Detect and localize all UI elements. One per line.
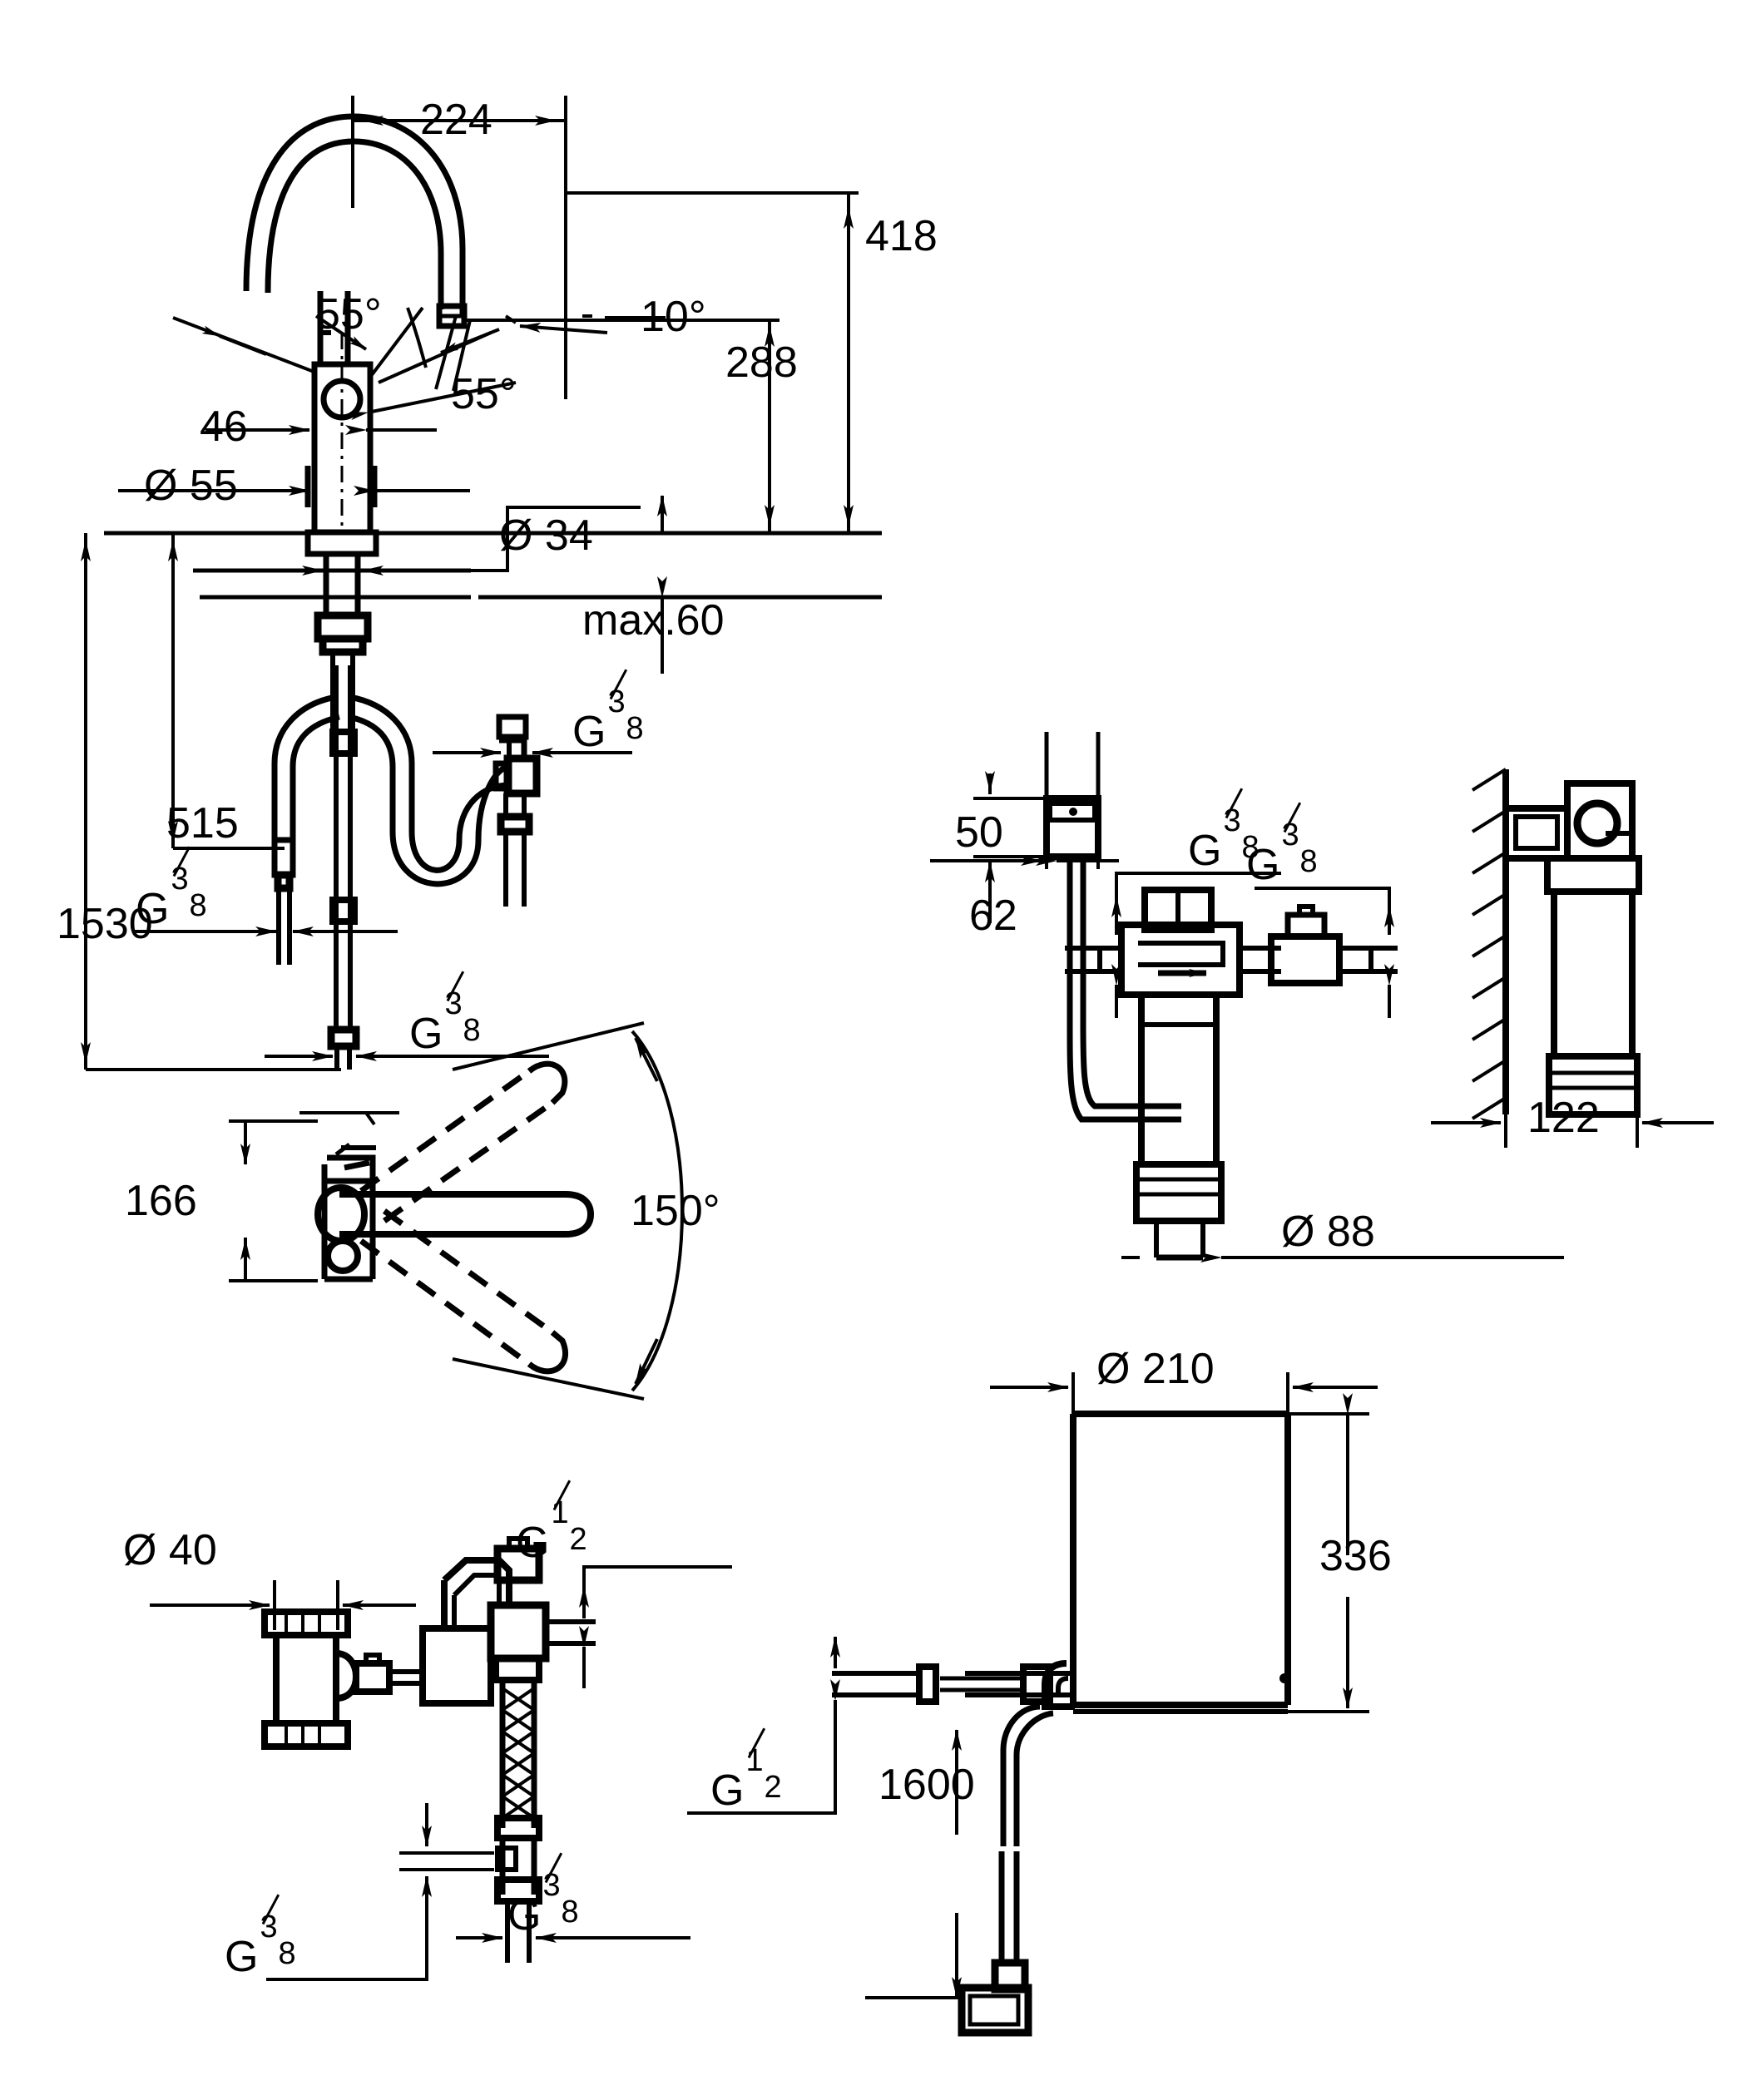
thread-denominator: 8	[278, 1936, 296, 1971]
dim-label-dia55: Ø 55	[144, 462, 238, 510]
angle-label-55-right: 55°	[451, 370, 517, 418]
thread-letter-g: G	[516, 1519, 550, 1567]
thread-letter-g: G	[710, 1766, 745, 1815]
thread-denominator: 8	[626, 711, 644, 746]
thread-denominator: 2	[569, 1522, 587, 1557]
dim-label-dia34: Ø 34	[499, 511, 593, 560]
thread-numerator: 3	[444, 986, 463, 1021]
view-valve-assembly	[150, 1536, 732, 1981]
dim-label-46: 46	[200, 403, 248, 451]
thread-letter-g: G	[507, 1891, 542, 1939]
thread-letter-g: G	[1246, 841, 1280, 889]
dim-label-418: 418	[865, 212, 938, 260]
view-faucet-elevation	[81, 96, 882, 1071]
dim-label-515: 515	[166, 799, 239, 847]
dim-label-122: 122	[1527, 1094, 1600, 1142]
thread-denominator: 8	[463, 1013, 481, 1048]
angle-label-10: 10°	[641, 293, 706, 341]
thread-numerator: 1	[745, 1743, 764, 1778]
dim-label-max60: max.60	[582, 596, 725, 645]
dim-label-288: 288	[725, 338, 798, 387]
angle-label-55-left: 55°	[316, 290, 382, 338]
thread-denominator: 8	[1299, 844, 1318, 879]
dim-label-1530: 1530	[57, 900, 153, 948]
thread-letter-g: G	[225, 1933, 259, 1981]
thread-denominator: 8	[189, 888, 207, 923]
thread-denominator: 2	[764, 1770, 782, 1805]
view-filter-front	[930, 732, 1564, 1262]
thread-letter-g: G	[1188, 827, 1222, 875]
view-filter-side	[1431, 768, 1714, 1148]
dim-label-62: 62	[969, 892, 1017, 940]
thread-numerator: 1	[551, 1495, 569, 1530]
thread-numerator: 3	[542, 1868, 561, 1903]
dim-label-1600: 1600	[878, 1761, 975, 1809]
thread-letter-g: G	[572, 708, 606, 756]
view-lever-plan	[229, 1021, 684, 1401]
thread-numerator: 3	[607, 684, 626, 719]
thread-letter-g: G	[136, 885, 170, 933]
dim-label-dia210: Ø 210	[1096, 1345, 1215, 1393]
thread-letter-g: G	[409, 1010, 443, 1058]
dim-label-166: 166	[125, 1177, 197, 1225]
thread-denominator: 8	[1241, 830, 1260, 865]
thread-numerator: 3	[1223, 803, 1241, 838]
dim-label-dia40: Ø 40	[123, 1526, 217, 1574]
dim-label-224: 224	[420, 96, 492, 144]
dim-label-dia88: Ø 88	[1281, 1208, 1375, 1256]
angle-label-150: 150°	[631, 1187, 720, 1235]
thread-numerator: 3	[171, 862, 189, 897]
thread-numerator: 3	[260, 1910, 278, 1944]
thread-denominator: 8	[561, 1895, 579, 1930]
dim-label-336: 336	[1319, 1532, 1392, 1580]
thread-numerator: 3	[1281, 818, 1299, 852]
view-boiler	[687, 1372, 1378, 2037]
dim-label-50: 50	[955, 808, 1003, 857]
